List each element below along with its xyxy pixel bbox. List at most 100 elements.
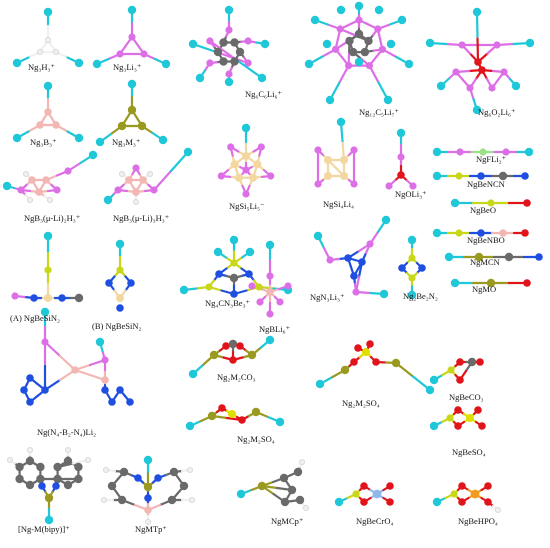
- atom-li: [458, 41, 466, 49]
- atom-c: [53, 462, 62, 472]
- atom-c: [167, 495, 177, 505]
- atom-be: [116, 266, 124, 274]
- atom-n: [477, 229, 485, 237]
- atom-si: [44, 294, 52, 302]
- label-ng2be2n2: Ng₂Be₂N₂: [403, 291, 438, 301]
- atom-n: [521, 172, 529, 180]
- molecule-ngbeco3: [429, 357, 484, 385]
- atom-m: [209, 350, 219, 360]
- atom-si: [253, 160, 262, 169]
- atom-o: [229, 356, 237, 364]
- atom-li: [150, 186, 158, 194]
- atom-ng: [432, 228, 442, 238]
- atom-o: [484, 498, 492, 506]
- atom-si: [340, 156, 348, 164]
- atom-o: [222, 342, 230, 350]
- atom-n: [108, 398, 116, 406]
- atom-be: [487, 199, 495, 207]
- atom-m: [44, 493, 54, 503]
- atom-n: [535, 253, 543, 261]
- molecule-ng2m2co3: [188, 335, 275, 379]
- atom-o: [484, 482, 492, 490]
- atom-h: [147, 171, 153, 177]
- atom-ng: [313, 231, 323, 241]
- label-ng3li3: Ng₃Li₃⁺: [113, 62, 142, 72]
- atom-n: [398, 264, 406, 272]
- atom-n: [26, 398, 34, 406]
- atom-be: [408, 274, 416, 282]
- labels-layer: Ng₃H₃⁺ Ng₃Li₃⁺ Ng₆C₆Li₆⁺ Ng₁₂C₅Li₇⁺ Ng₆O…: [10, 62, 516, 534]
- atom-n: [116, 386, 124, 394]
- atom-ng: [472, 105, 482, 115]
- atom-b: [44, 108, 52, 116]
- atom-ng: [304, 59, 314, 69]
- atom-ng: [183, 147, 193, 157]
- atom-c: [504, 252, 514, 262]
- atom-c: [53, 474, 62, 484]
- atom-b: [266, 288, 274, 296]
- atom-f: [479, 148, 487, 156]
- atom-o: [454, 406, 462, 414]
- atom-li: [41, 338, 49, 346]
- label-ng2m2so4-chain: Ng₂M₂SO₄: [342, 398, 380, 408]
- atom-ng: [115, 239, 125, 249]
- atom-ng: [127, 5, 137, 15]
- atom-ng: [379, 289, 389, 299]
- atom-ng: [161, 59, 171, 69]
- atom-c: [293, 467, 303, 477]
- atom-o: [386, 498, 394, 506]
- atom-n: [126, 398, 134, 406]
- atom-c: [235, 47, 245, 57]
- atom-o: [238, 416, 246, 424]
- label-ngn3li3: NgN₃Li₃⁺: [310, 292, 345, 302]
- atom-n: [116, 304, 124, 312]
- atom-c: [287, 485, 297, 495]
- atom-b: [36, 121, 44, 129]
- atom-c: [25, 480, 35, 490]
- atom-be: [352, 490, 360, 498]
- atom-li: [267, 172, 275, 180]
- atom-o: [478, 422, 486, 430]
- atom-b: [52, 121, 60, 129]
- atom-c: [117, 495, 127, 505]
- atom-li: [409, 182, 417, 190]
- atom-be: [455, 172, 463, 180]
- label-ng6o2li6: Ng₆O₂Li₆⁺: [478, 107, 516, 117]
- label-ngmtp: NgMTp⁺: [135, 524, 167, 534]
- atom-li: [366, 240, 374, 248]
- atom-ng: [524, 147, 534, 157]
- atom-li: [266, 272, 274, 280]
- atom-li: [206, 37, 214, 45]
- atom-s: [466, 414, 474, 422]
- molecule-ng3li3: [92, 5, 171, 69]
- atom-c: [279, 473, 289, 483]
- atom-c: [345, 36, 354, 46]
- atom-s: [362, 348, 370, 356]
- atom-m: [127, 105, 137, 115]
- atom-h: [27, 197, 33, 203]
- atom-c: [179, 481, 189, 491]
- atom-m: [340, 365, 350, 375]
- molecule-ngbesin2-a: [11, 231, 84, 303]
- atom-ng: [260, 39, 270, 49]
- label-ngsi5li5: NgSi₅Li₅⁻: [229, 201, 265, 211]
- atom-li: [140, 50, 148, 58]
- atom-c: [36, 462, 45, 472]
- atom-m: [247, 350, 257, 360]
- atom-li: [128, 33, 136, 41]
- atom-ng: [236, 489, 246, 499]
- label-ngbesin2-a: (A) NgBeSiN₂: [10, 313, 60, 323]
- atom-be: [230, 259, 238, 267]
- atom-c: [364, 36, 373, 46]
- label-ngb3h3-li2: NgB₃(μ-Li)₂H₃⁺: [24, 213, 81, 223]
- atom-ng: [429, 421, 439, 431]
- atom-ng: [336, 117, 346, 127]
- atom-c: [229, 273, 239, 283]
- bonds-ngmbipy: [8, 448, 90, 522]
- label-ngbeo: NgBeO: [470, 205, 496, 215]
- atom-ng: [436, 81, 446, 91]
- atom-o: [478, 66, 486, 74]
- atom-li: [101, 356, 109, 364]
- atom-li: [242, 166, 250, 174]
